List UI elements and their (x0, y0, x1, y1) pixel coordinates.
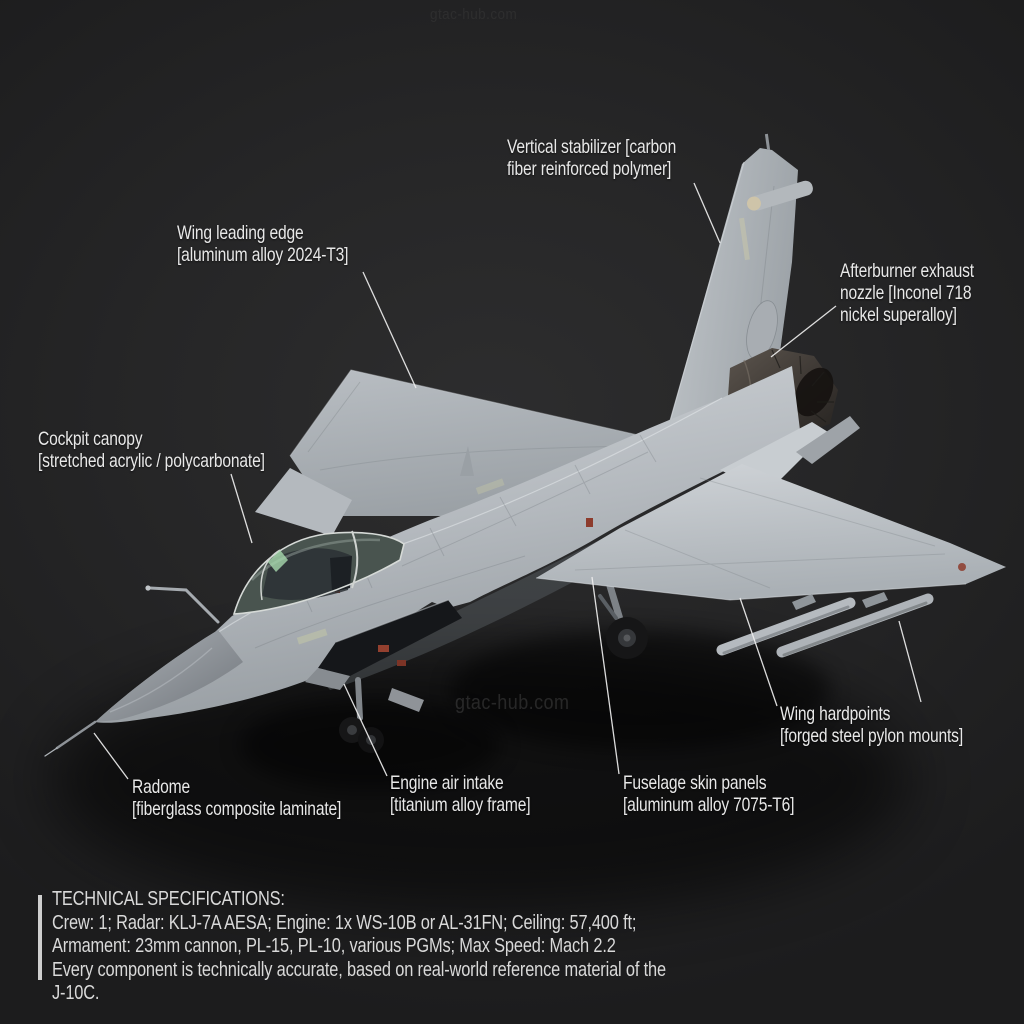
ground-shadow (50, 630, 910, 915)
callout-wing-leading-edge: Wing leading edge [aluminum alloy 2024-T… (177, 222, 349, 266)
leader-line-fuselage-skin (591, 576, 620, 775)
technical-specifications: TECHNICAL SPECIFICATIONS: Crew: 1; Radar… (52, 888, 675, 1006)
radome (44, 585, 243, 757)
wing-hardpoints (716, 592, 934, 658)
callout-vertical-stabilizer: Vertical stabilizer [carbon fiber reinfo… (507, 136, 677, 180)
leader-line-radome (93, 732, 129, 780)
callout-wing-hardpoints: Wing hardpoints [forged steel pylon moun… (780, 703, 963, 747)
leader-line-cockpit-canopy (230, 473, 253, 544)
leader-line-wing-hardpoints-inner (739, 597, 778, 707)
leader-line-afterburner-nozzle (770, 305, 837, 358)
leader-line-wing-leading-edge (362, 271, 417, 389)
watermark-center: gtac-hub.com (455, 692, 570, 714)
callout-radome: Radome [fiberglass composite laminate] (132, 776, 342, 820)
leader-line-engine-air-intake (343, 683, 388, 777)
leader-lines (93, 182, 922, 780)
callout-cockpit-canopy: Cockpit canopy [stretched acrylic / poly… (38, 428, 265, 472)
near-wing (535, 464, 1006, 601)
specs-divider-bar (38, 895, 42, 980)
far-canard (255, 468, 352, 536)
ventral-fin (796, 416, 860, 464)
leader-line-wing-hardpoints-outer (898, 620, 922, 703)
specs-line: Every component is technically accurate,… (52, 958, 666, 1005)
watermark-top: gtac-hub.com (430, 6, 518, 23)
callout-fuselage-skin: Fuselage skin panels [aluminum alloy 707… (623, 772, 795, 816)
spine-antenna (460, 446, 474, 476)
landing-gear (339, 582, 648, 753)
callout-engine-air-intake: Engine air intake [titanium alloy frame] (390, 772, 531, 816)
cockpit-canopy (232, 530, 405, 615)
specs-title: TECHNICAL SPECIFICATIONS: (52, 888, 285, 910)
callout-afterburner-nozzle: Afterburner exhaust nozzle [Inconel 718 … (840, 260, 974, 326)
leader-line-vertical-stabilizer (693, 182, 721, 244)
engine-air-intake (305, 599, 462, 690)
specs-line: Crew: 1; Radar: KLJ-7A AESA; Engine: 1x … (52, 911, 637, 934)
specs-line: Armament: 23mm cannon, PL-15, PL-10, var… (52, 935, 616, 957)
